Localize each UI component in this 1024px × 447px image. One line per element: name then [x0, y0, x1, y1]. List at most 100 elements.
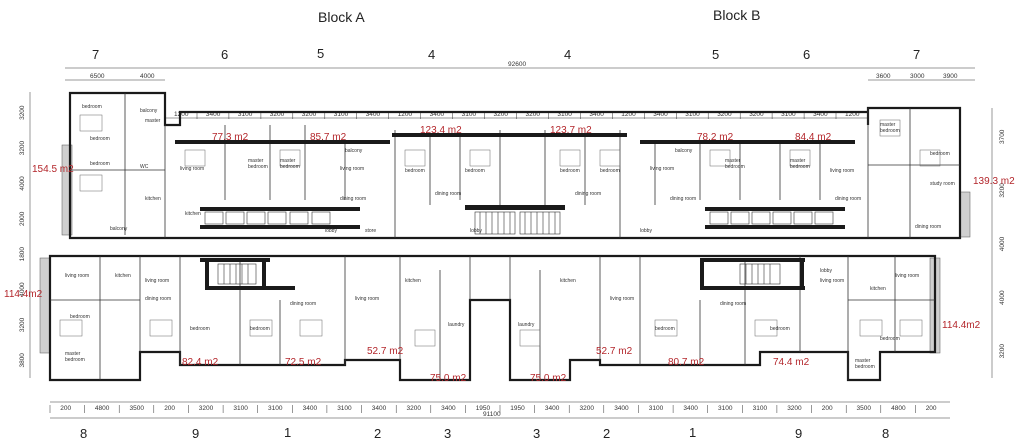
dimension-label: 1200 [398, 111, 413, 118]
dimension-label: 3200 [19, 317, 26, 332]
dimension-label: 1200 [845, 111, 860, 118]
furniture [59, 114, 941, 347]
dimension-label: 200 [164, 405, 175, 412]
bottom-axis-numbers: 8 9 1 2 3 3 2 1 9 8 [80, 425, 889, 441]
room-label: kitchen [115, 273, 131, 279]
axis-label: 8 [882, 426, 889, 441]
dimension-label: 3400 [206, 111, 221, 118]
unit-area-label: 85.7 m2 [310, 132, 347, 143]
dimension-label: 200 [60, 405, 71, 412]
dimension-label: 3500 [857, 405, 872, 412]
room-label: dining room [835, 196, 861, 202]
wall [465, 205, 565, 210]
dimension-label: 3100 [649, 405, 664, 412]
unit-area-label: 77.3 m2 [212, 132, 249, 143]
room-label: living room [180, 166, 204, 172]
room-label: bedroom [930, 151, 950, 157]
room-label: lobby [640, 228, 652, 234]
axis-label: 2 [603, 426, 610, 441]
unit-area-label: 82.4 m2 [182, 357, 219, 368]
dimension-label: 4000 [140, 73, 155, 80]
dimension-label: 6500 [90, 73, 105, 80]
dimension-label: 3200 [526, 111, 541, 118]
unit-area-label: 139.3 m2 [973, 176, 1015, 187]
wall [200, 207, 360, 211]
room-label: master [725, 158, 741, 164]
dimension-label: 4000 [19, 176, 26, 191]
axis-label: 4 [428, 47, 435, 62]
dimension-label: 1800 [19, 247, 26, 262]
dimension-label: 3200 [302, 111, 317, 118]
dimension-label: 3200 [749, 111, 764, 118]
wall [205, 286, 295, 290]
dimension-label: 3200 [407, 405, 422, 412]
axis-label: 7 [913, 47, 920, 62]
room-label: bedroom [655, 326, 675, 332]
room-label: study room [930, 181, 955, 187]
dimension-label: 1950 [510, 405, 525, 412]
room-label: dining room [575, 191, 601, 197]
dimension-label: 3100 [233, 405, 248, 412]
dimension-label: 3200 [580, 405, 595, 412]
room-label: bedroom [560, 168, 580, 174]
axis-label: 6 [221, 47, 228, 62]
axis-label: 8 [80, 426, 87, 441]
room-label: dining room [915, 224, 941, 230]
room-label: balcony [675, 148, 693, 154]
lower-wing [39, 114, 941, 382]
upper-wing [61, 91, 971, 240]
dimension-label: 3400 [303, 405, 318, 412]
unit-area-label: 80.7 m2 [668, 357, 705, 368]
dimension-label: 3100 [718, 405, 733, 412]
axis-label: 5 [712, 47, 719, 62]
dimension-label: 4000 [999, 236, 1006, 251]
axis-label: 9 [192, 426, 199, 441]
dimension-label: 1950 [476, 405, 491, 412]
unit-areas: 154.5 m2 77.3 m2 85.7 m2 123.4 m2 123.7 … [4, 125, 1015, 384]
room-label: dining room [670, 196, 696, 202]
elevator-core [204, 211, 834, 225]
dimension-label: 3400 [653, 111, 668, 118]
unit-area-label: 114.4m2 [942, 320, 981, 331]
dimension-label: 3900 [943, 73, 958, 80]
room-label: kitchen [185, 211, 201, 217]
room-label: bedroom [405, 168, 425, 174]
room-label: laundry [518, 322, 535, 328]
room-label: living room [145, 278, 169, 284]
unit-area-label: 74.4 m2 [773, 357, 810, 368]
dimension-label: 3100 [334, 111, 349, 118]
room-label: living room [610, 296, 634, 302]
dimension-label: 3500 [130, 405, 145, 412]
dimension-label: 3400 [545, 405, 560, 412]
room-labels: bedroom balcony master bedroom bedroom W… [65, 104, 955, 370]
axis-label: 1 [284, 425, 291, 440]
dimension-label: 3600 [876, 73, 891, 80]
overall-dimension-top: 92600 [508, 61, 526, 68]
room-label: living room [355, 296, 379, 302]
dimension-label: 4800 [891, 405, 906, 412]
room-label: lobby [820, 268, 832, 274]
unit-area-label: 75.0 m2 [530, 373, 567, 384]
dimension-label: 3100 [753, 405, 768, 412]
room-label: bedroom [65, 357, 85, 363]
room-label: dining room [145, 296, 171, 302]
dimension-label: 3400 [589, 111, 604, 118]
dimension-label: 3100 [238, 111, 253, 118]
room-label: kitchen [870, 286, 886, 292]
top-axis-numbers: 7 6 5 4 4 5 6 7 [92, 46, 920, 62]
unit-area-label: 154.5 m2 [32, 164, 74, 175]
stairwell [217, 263, 781, 285]
wall [200, 225, 360, 229]
unit-area-label: 52.7 m2 [367, 346, 404, 357]
room-label: living room [340, 166, 364, 172]
unit-area-label: 52.7 m2 [596, 346, 633, 357]
dimension-label: 4800 [95, 405, 110, 412]
room-label: WC [140, 164, 149, 170]
wall [200, 258, 270, 262]
wall [700, 258, 805, 262]
room-label: master [145, 118, 161, 124]
wall [705, 207, 845, 211]
dimension-label: 3200 [999, 344, 1006, 359]
dimension-label: 3200 [999, 183, 1006, 198]
